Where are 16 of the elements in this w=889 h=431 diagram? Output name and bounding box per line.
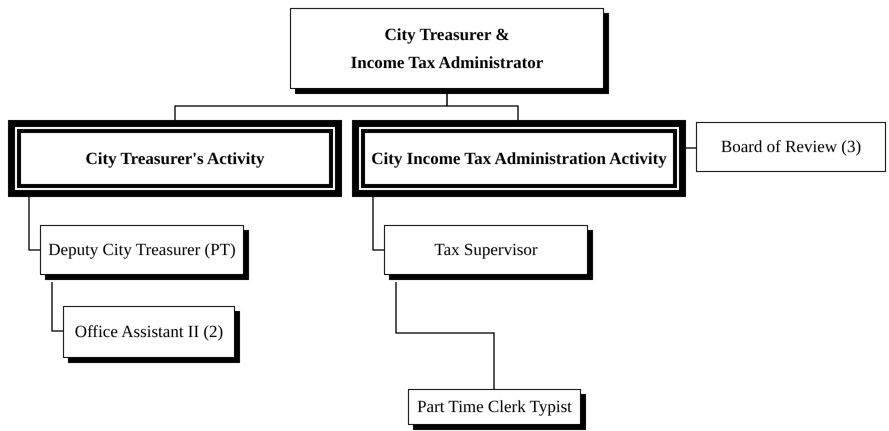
connector-line — [686, 147, 696, 149]
board-box — [696, 122, 886, 172]
connector-line — [372, 197, 384, 251]
activity-box — [8, 120, 342, 197]
position-title: Deputy City Treasurer (PT) — [47, 240, 237, 260]
position-title: Office Assistant II (2) — [74, 322, 224, 342]
position-title: Board of Review (3) — [720, 137, 862, 157]
position-title: City Treasurer's Activity — [84, 148, 266, 168]
position-title: Tax Supervisor — [433, 240, 539, 260]
position-title: City Income Tax Administration Activity — [370, 148, 668, 168]
connector-line — [28, 197, 40, 251]
activity-box — [352, 120, 686, 197]
connector-line — [395, 282, 495, 389]
position-title: Part Time Clerk Typist — [416, 397, 573, 417]
position-title: City Treasurer & Income Tax Administrator — [350, 24, 544, 74]
connector-line — [51, 282, 63, 332]
